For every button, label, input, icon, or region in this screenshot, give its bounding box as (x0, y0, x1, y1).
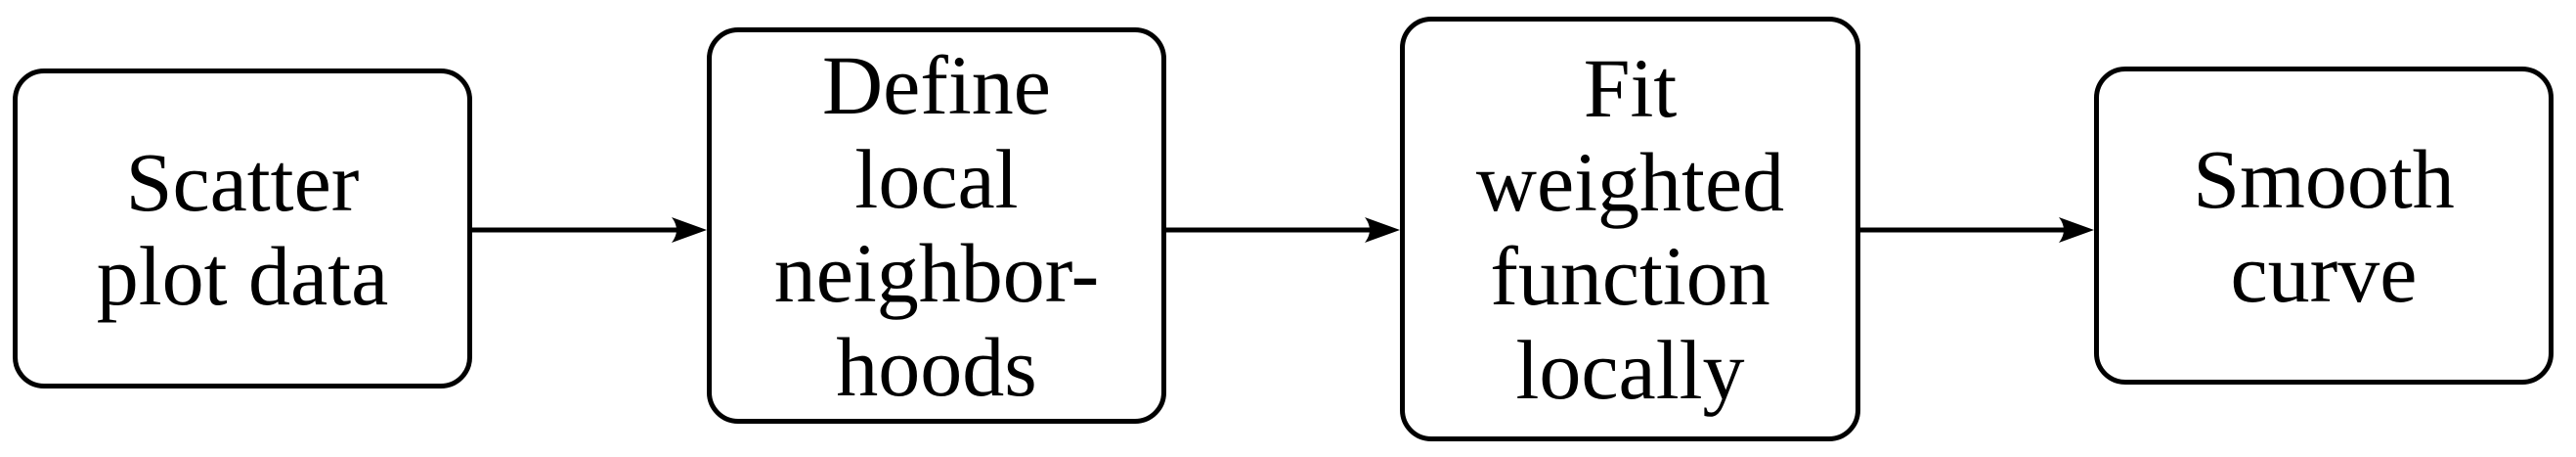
arrow-scatter-to-define (472, 217, 707, 243)
node-smooth-curve: Smooth curve (2094, 67, 2554, 385)
node-define-local-neighborhoods: Define local neighbor- hoods (707, 27, 1166, 424)
arrow-define-to-fit (1166, 217, 1400, 243)
node-scatter-plot-data: Scatter plot data (13, 69, 472, 388)
arrow-fit-to-smooth (1860, 217, 2094, 243)
node-fit-weighted-function-locally: Fit weighted function locally (1400, 17, 1860, 441)
